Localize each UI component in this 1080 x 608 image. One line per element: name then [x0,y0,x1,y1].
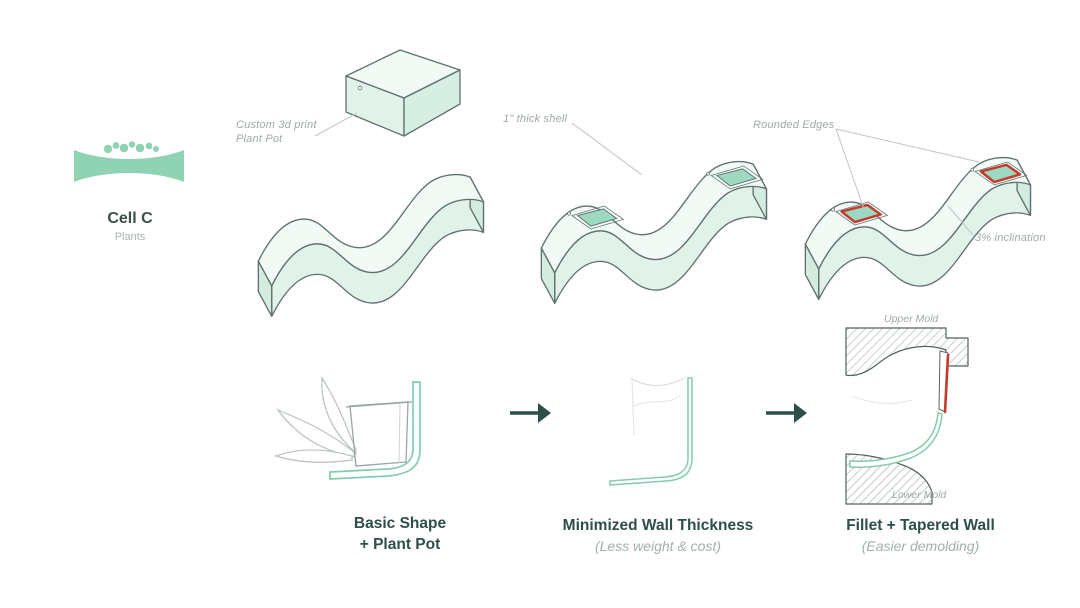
planter-fillet-illustration [804,156,1032,301]
section-thin-illustration [609,377,693,486]
leader-line-custom-print [314,112,358,137]
annotation-inclination: 3% inclination [975,232,1046,244]
caption-fillet-wall: Fillet + Tapered Wall (Easier demolding) [808,515,1033,556]
plants-icon [74,141,184,182]
annotation-custom-print-line2: Plant Pot [236,133,283,145]
annotation-custom-print-line1: Custom 3d print [236,119,317,131]
cell-subtitle: Plants [114,231,146,243]
lower-mold-label: Lower Mold [892,489,947,501]
leader-line-inclination [947,205,974,236]
planter-solid-illustration [257,173,485,318]
print-box-illustration [345,49,461,137]
caption-fillet-wall-subtitle: (Easier demolding) [861,538,980,554]
caption-basic-shape: Basic Shape + Plant Pot [300,513,500,555]
caption-min-wall: Minimized Wall Thickness (Less weight & … [552,515,764,556]
mold-section-illustration [845,327,969,505]
arrow-right-icon [510,403,551,423]
section-basic-illustration [274,376,421,480]
leader-lines-rounded-edges [835,128,980,213]
cell-title: Cell C [107,210,153,227]
caption-basic-shape-line2: + Plant Pot [359,536,441,553]
caption-fillet-wall-title: Fillet + Tapered Wall [846,517,995,534]
annotation-rounded-edges: Rounded Edges [753,119,835,131]
arrow-right-icon [766,403,807,423]
caption-basic-shape-line1: Basic Shape [353,515,447,532]
caption-min-wall-title: Minimized Wall Thickness [562,517,754,534]
caption-min-wall-subtitle: (Less weight & cost) [594,538,722,554]
annotation-custom-print: Custom 3d print Plant Pot [236,118,317,146]
planter-shell-illustration [540,160,768,305]
annotation-thick-shell: 1" thick shell [503,113,568,125]
leader-line-thick-shell [571,122,643,176]
upper-mold-label: Upper Mold [884,313,939,325]
